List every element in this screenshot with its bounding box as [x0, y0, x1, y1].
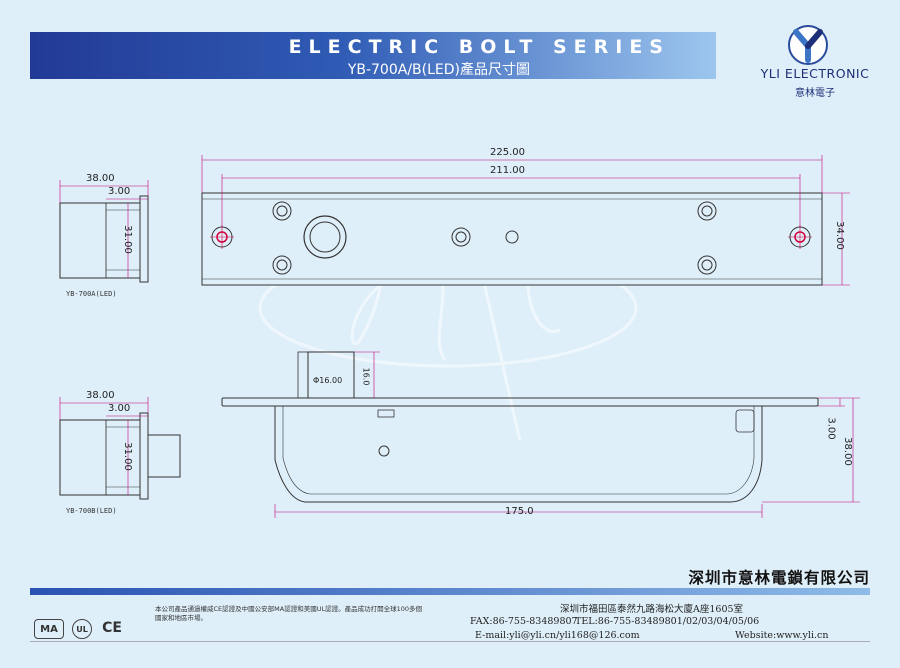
- caption-model-a: YB-700A(LED): [66, 290, 117, 298]
- dim-a-height: 31.00: [121, 225, 133, 254]
- title-banner: ELECTRIC BOLT SERIES YB-700A/B(LED)產品尺寸圖: [30, 32, 716, 79]
- dim-b-flange: 3.00: [108, 403, 131, 414]
- footer-email: E-mail:yli@yli.cn/yli168@126.com: [475, 630, 640, 641]
- dim-bolt-diameter: Φ16.00: [313, 376, 343, 385]
- bolt-pin: [307, 351, 355, 399]
- cert-ma-icon: MA: [34, 619, 64, 639]
- cert-ul-icon: UL: [72, 619, 92, 639]
- footer-address: 深圳市福田區泰然九路海松大廈A座1605室: [560, 604, 744, 615]
- dim-b-height: 31.00: [121, 442, 133, 471]
- dim-a-flange: 3.00: [108, 186, 131, 197]
- dim-bolt-projection: 16.0: [361, 367, 371, 386]
- banner-title: ELECTRIC BOLT SERIES: [288, 36, 670, 58]
- logo-chinese: 意林電子: [795, 88, 835, 99]
- footer-fax: FAX:86-755-83489807: [470, 616, 578, 627]
- dim-hole-spacing: 211.00: [490, 165, 525, 176]
- end-view-a: [59, 180, 149, 283]
- screw-hole: [272, 201, 717, 275]
- dim-flange-height: 3.00: [825, 417, 837, 440]
- footer-note-2: 國家和地區市場。: [155, 614, 207, 622]
- footer-website: Website:www.yli.cn: [735, 630, 829, 641]
- dim-a-width: 38.00: [86, 173, 115, 184]
- side-plate: [221, 397, 819, 407]
- company-name: 深圳市意林電鎖有限公司: [688, 569, 870, 587]
- cert-ce-icon: CE: [102, 620, 122, 636]
- switch-tab: [377, 409, 395, 418]
- banner-subtitle: YB-700A/B(LED)產品尺寸圖: [347, 62, 530, 78]
- wire-clip: [735, 409, 755, 433]
- plate-outline: [201, 192, 823, 286]
- dim-plate-height: 34.00: [833, 221, 845, 250]
- footer-band: [30, 588, 870, 595]
- caption-model-b: YB-700B(LED): [66, 507, 117, 515]
- top-plate-view: [201, 155, 850, 286]
- footer-divider: [30, 641, 870, 642]
- end-view-b: [59, 397, 181, 500]
- footer-note-1: 本公司產品通過權威CE認證及中國公安部MA認證和美國UL認證。產品成功打開全球1…: [155, 605, 422, 613]
- bolt-opening: [303, 215, 347, 259]
- led-hole: [505, 230, 519, 244]
- dim-body-length: 175.0: [505, 506, 534, 517]
- bolt-body: [274, 405, 763, 503]
- dim-b-width: 38.00: [86, 390, 115, 401]
- dim-total-height: 38.00: [841, 437, 853, 466]
- footer-tel: TEL:86-755-83489801/02/03/04/05/06: [575, 616, 760, 627]
- yli-y-logo-icon: [788, 25, 828, 65]
- length-dimension: [201, 155, 850, 286]
- side-view: [221, 351, 860, 518]
- logo-name: YLI ELECTRONIC: [760, 66, 870, 81]
- dim-overall-length: 225.00: [490, 147, 525, 158]
- side-hole: [378, 445, 390, 457]
